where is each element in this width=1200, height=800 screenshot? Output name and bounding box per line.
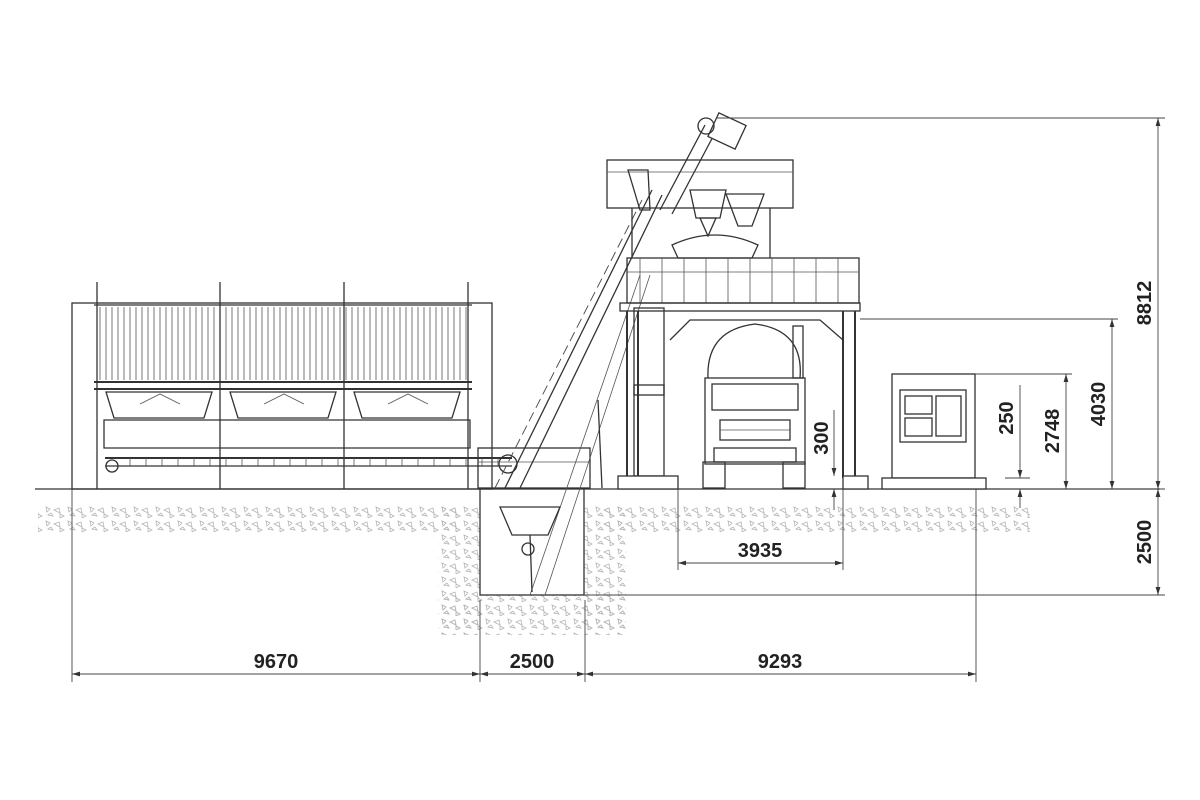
dim-bin-length: 9670: [254, 651, 299, 673]
soil-hatching: [38, 505, 1030, 635]
dimension-labels: 9670 2500 9293 3935 8812 2500 4030 2748 …: [254, 281, 1156, 673]
dim-plant-length: 9293: [758, 651, 803, 673]
dim-deck-height: 4030: [1088, 382, 1110, 427]
dim-truck-clearance: 3935: [738, 540, 783, 562]
dim-mixer-base: 300: [811, 421, 833, 454]
dim-pit-depth: 2500: [1134, 520, 1156, 565]
operator-cabin: [881, 373, 987, 490]
dim-office-height: 2748: [1042, 409, 1064, 454]
bin-wall-slats: [99, 307, 467, 380]
mixing-tower: [606, 112, 869, 490]
mixer-truck: [702, 323, 806, 489]
dim-pit-width: 2500: [510, 651, 555, 673]
dim-office-base: 250: [996, 401, 1018, 434]
aggregate-bins: [71, 282, 518, 490]
dimension-lines: [71, 117, 1165, 682]
incline-conveyor: [477, 189, 663, 596]
dim-total-height: 8812: [1134, 281, 1156, 326]
